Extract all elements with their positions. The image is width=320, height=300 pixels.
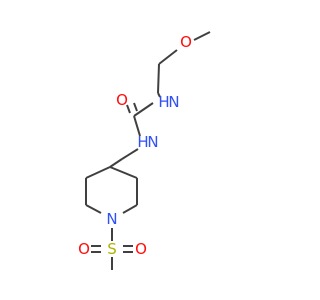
bond-ch2-ch2 xyxy=(157,63,160,94)
nh-lower-nitrogen-label: N xyxy=(147,133,158,151)
bond-ring-c4-c3 xyxy=(85,166,111,179)
bond-o-ether-ch2 xyxy=(158,49,178,65)
sulfur-label: S xyxy=(107,240,117,258)
bond-ring-c5-c4 xyxy=(109,166,138,179)
bond-carbonyl-c-nh-lower xyxy=(133,115,141,137)
bond-carbonyl-double-a xyxy=(126,104,131,114)
bond-methyl-o-ether xyxy=(193,31,211,41)
bond-ch2-nh-upper xyxy=(157,92,161,98)
bonds xyxy=(85,31,211,270)
oxygen-carbonyl-label: O xyxy=(116,91,128,109)
oxygen-ether-label: O xyxy=(180,33,192,51)
molecule-structure: O O H N H N N S O O xyxy=(78,31,211,270)
nh-upper-hydrogen-label: H xyxy=(158,93,169,111)
atom-labels: O O H N H N N S O O xyxy=(78,33,192,258)
oxygen-sulfonyl-right-label: O xyxy=(135,240,147,258)
oxygen-sulfonyl-left-label: O xyxy=(78,240,90,258)
ring-nitrogen-label: N xyxy=(106,210,117,228)
bond-nh-lower-ch2 xyxy=(121,148,139,160)
bond-ring-c2-n xyxy=(85,204,102,214)
nh-upper-nitrogen-label: N xyxy=(168,93,179,111)
nh-lower-hydrogen-label: H xyxy=(137,133,148,151)
bond-ring-n-c6 xyxy=(122,204,138,214)
bond-carbonyl-double-b xyxy=(133,102,138,112)
bond-nh-upper-carbonyl-c xyxy=(133,102,154,117)
bond-ch2-ring-c4 xyxy=(109,158,123,168)
